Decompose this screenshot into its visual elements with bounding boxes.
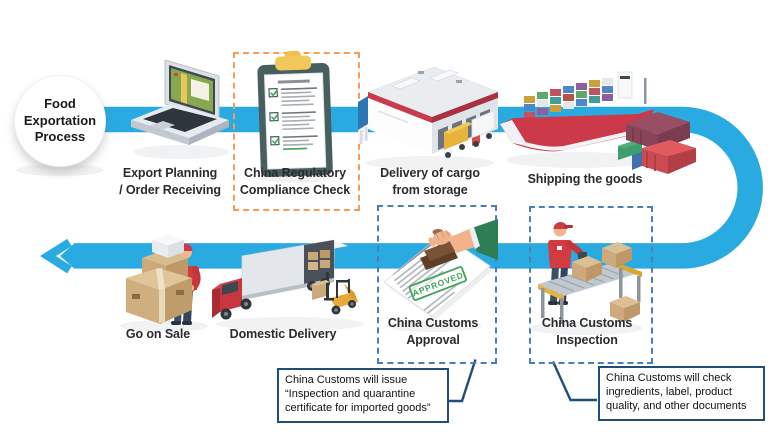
step-label-shipping: Shipping the goods [527, 172, 643, 186]
checklist-row-1 [268, 87, 318, 107]
truck-cab [212, 278, 252, 320]
step-label-go-on-sale: Go on Sale [125, 327, 191, 341]
step-label-export-planning: Export Planning / Order Receiving [119, 166, 221, 197]
clipboard-checklist-icon [257, 50, 333, 183]
arrowhead-chevron-icon [40, 238, 72, 274]
truck-forklift-icon [212, 239, 364, 331]
cardboard-boxes [126, 234, 192, 324]
trailer [241, 239, 348, 300]
step-label-customs-inspection: China Customs Inspection [541, 316, 633, 347]
yellow-truck [444, 122, 473, 158]
step-label-compliance-check: China Regulatory Compliance Check [239, 166, 351, 197]
person-with-boxes-icon [120, 234, 208, 332]
ship-crane [644, 78, 647, 104]
approved-stamp-icon: APPROVED [383, 219, 498, 332]
laptop-icon [131, 60, 229, 159]
callout-customs-inspection-note: China Customs will check ingredients, la… [598, 366, 765, 421]
ground-shadow [16, 164, 104, 176]
white-truck [471, 110, 495, 147]
container-stack-icon [618, 112, 696, 174]
step-label-domestic-delivery: Domestic Delivery [229, 327, 337, 341]
step-label-customs-approval: China Customs Approval [387, 316, 479, 347]
ship-bridge [617, 71, 633, 99]
highlight-box-approval [377, 205, 497, 364]
highlight-box-inspection [529, 206, 653, 364]
callout-customs-approval-note: China Customs will issue “Inspection and… [277, 368, 449, 423]
ship-hull [500, 109, 654, 152]
hand-with-stamp [420, 219, 498, 270]
warehouse-trucks-icon [358, 66, 499, 170]
container-rows [524, 78, 613, 119]
forklift [312, 272, 358, 315]
step-label-cargo-delivery: Delivery of cargo from storage [380, 166, 480, 197]
flow-band-tip [60, 243, 75, 269]
process-title: Food Exportation Process [23, 95, 97, 145]
ship-bow [500, 120, 528, 146]
boxes-on-belt [572, 242, 640, 322]
callout-connector-inspection [551, 361, 597, 402]
checklist-row-2 [269, 111, 316, 131]
conveyor-inspection-icon [530, 222, 642, 335]
checklist-row-3 [270, 135, 318, 151]
flow-band [74, 106, 763, 269]
container-ship-icon [500, 71, 654, 168]
process-title-badge: Food Exportation Process [14, 75, 106, 167]
callout-connector-approval [444, 359, 477, 403]
